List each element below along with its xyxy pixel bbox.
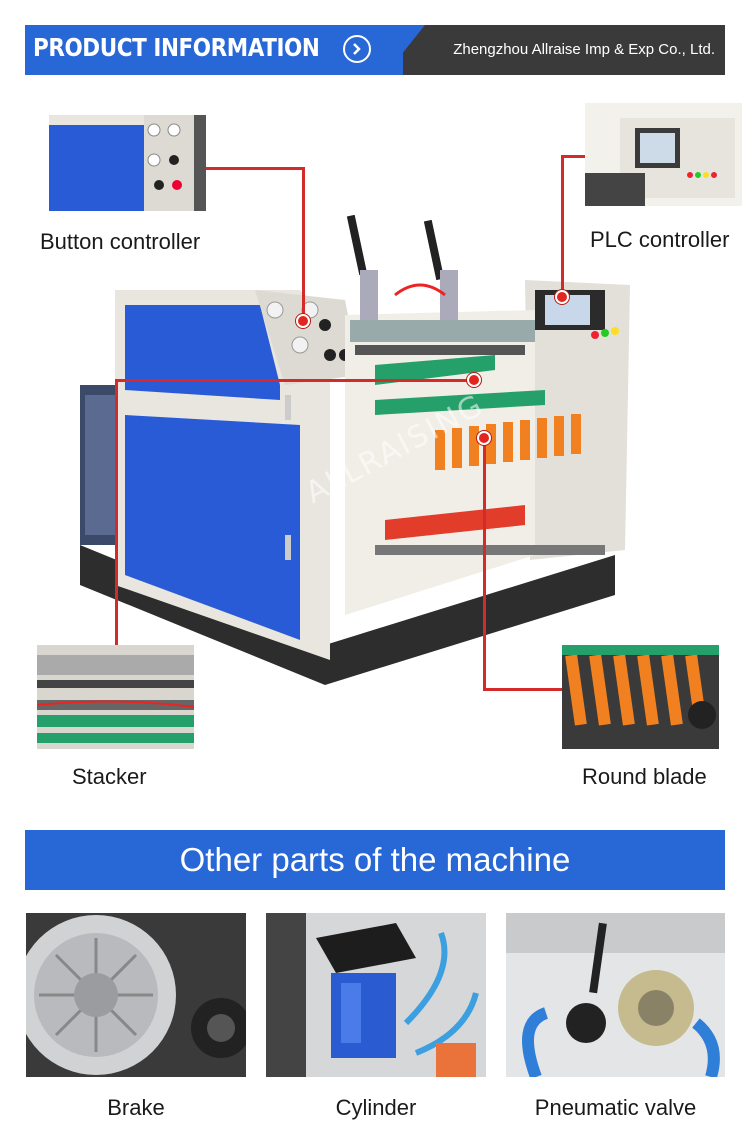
round-blade-photo <box>562 645 719 749</box>
part-label-cylinder: Cylinder <box>335 1095 417 1120</box>
product-information-header: PRODUCT INFORMATION Zhengzhou Allraise I… <box>25 25 725 75</box>
callout-dot <box>296 314 310 328</box>
callout-line <box>115 379 475 382</box>
header-title: PRODUCT INFORMATION <box>33 33 320 62</box>
pneumatic-valve-photo <box>506 913 725 1077</box>
callout-line <box>483 437 486 690</box>
callout-line <box>115 379 118 645</box>
plc-controller-photo <box>585 103 742 206</box>
cylinder-photo <box>266 913 486 1077</box>
callout-line <box>206 167 305 170</box>
button-controller-label: Button controller <box>40 229 201 254</box>
header-blue-panel <box>25 25 403 75</box>
other-parts-banner: Other parts of the machine <box>25 830 725 890</box>
plc-controller-label: PLC controller <box>590 227 730 252</box>
part-label-pneumatic-valve: Pneumatic valve <box>534 1095 697 1120</box>
callout-dot <box>467 373 481 387</box>
round-blade-label: Round blade <box>582 764 707 789</box>
callout-dot <box>477 431 491 445</box>
stacker-photo <box>37 645 194 749</box>
stacker-label: Stacker <box>72 764 147 789</box>
arrow-right-circle-icon <box>343 35 371 63</box>
button-controller-photo <box>49 115 206 211</box>
company-name: Zhengzhou Allraise Imp & Exp Co., Ltd. <box>453 41 715 58</box>
part-label-brake: Brake <box>107 1095 165 1120</box>
brake-photo <box>26 913 246 1077</box>
machine-main-photo <box>75 215 635 695</box>
callout-line <box>561 155 564 295</box>
section-title: Other parts of the machine <box>179 841 571 878</box>
callout-line <box>483 688 562 691</box>
callout-line <box>561 155 585 158</box>
header-wedge <box>385 25 425 75</box>
callout-line <box>302 167 305 322</box>
callout-dot <box>555 290 569 304</box>
